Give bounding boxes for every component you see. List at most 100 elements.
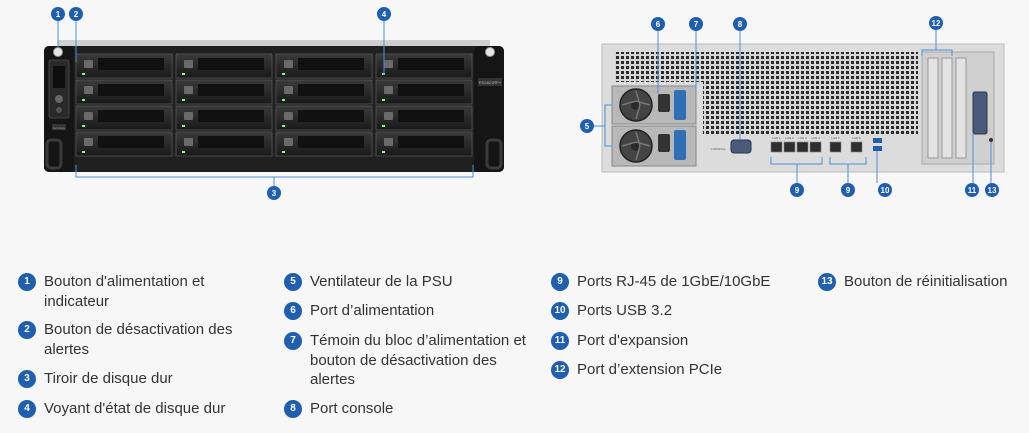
psu-handle-bottom[interactable] xyxy=(674,130,686,160)
beep-off-button-icon[interactable] xyxy=(56,107,62,113)
drive-latch-icon[interactable] xyxy=(384,138,393,146)
psu-power-port-top[interactable] xyxy=(658,94,670,112)
rj45-port[interactable] xyxy=(770,141,783,153)
drive-tray[interactable] xyxy=(275,105,373,131)
legend-badge: 13 xyxy=(818,273,836,291)
drive-tray[interactable] xyxy=(375,105,473,131)
drive-tray[interactable] xyxy=(275,79,373,105)
legend-label: Ventilateur de la PSU xyxy=(310,273,453,290)
power-button-icon[interactable] xyxy=(55,95,63,103)
drive-latch-icon[interactable] xyxy=(184,86,193,94)
rj45-port[interactable] xyxy=(829,141,842,153)
drive-status-led xyxy=(382,151,385,153)
drive-status-led xyxy=(182,99,185,101)
callout-5: 5 xyxy=(580,119,594,133)
drive-tray[interactable] xyxy=(175,105,273,131)
legend-item-4: 4 Voyant d'état de disque dur xyxy=(18,399,284,419)
ear-screw-top-right xyxy=(485,47,495,57)
usb-port-1[interactable] xyxy=(873,138,882,143)
rj45-port-label: LAN 1 xyxy=(772,136,781,140)
drive-latch-icon[interactable] xyxy=(284,60,293,68)
drive-status-led xyxy=(82,125,85,127)
legend-badge: 9 xyxy=(551,273,569,291)
legend-label: Bouton d'alimentation et indicateur xyxy=(44,273,205,310)
rj45-port[interactable] xyxy=(796,141,809,153)
drive-latch-icon[interactable] xyxy=(384,112,393,120)
rj45-port-label: LAN 5 xyxy=(831,136,840,140)
psu-handle-top[interactable] xyxy=(674,90,686,120)
reset-button-icon[interactable] xyxy=(989,138,993,142)
drive-latch-icon[interactable] xyxy=(284,138,293,146)
drive-latch-icon[interactable] xyxy=(184,138,193,146)
legend-label: Témoin du bloc d’alimentation et bouton … xyxy=(310,332,526,388)
usb-port-2[interactable] xyxy=(873,146,882,151)
svg-text:4: 4 xyxy=(382,10,387,19)
drive-tray[interactable] xyxy=(375,131,473,157)
drive-tray[interactable] xyxy=(175,53,273,79)
pcie-slot-2[interactable] xyxy=(941,57,953,159)
callout-3: 3 xyxy=(267,186,281,200)
pcie-slot-1[interactable] xyxy=(927,57,939,159)
drive-latch-icon[interactable] xyxy=(84,86,93,94)
svg-text:1: 1 xyxy=(56,10,61,19)
drive-latch-icon[interactable] xyxy=(184,112,193,120)
drive-tray[interactable] xyxy=(75,53,173,79)
drive-tray[interactable] xyxy=(375,53,473,79)
model-badge-label: RS2821RP+ xyxy=(479,80,502,85)
legend-label: Bouton de réinitialisation xyxy=(844,273,1008,290)
legend-badge: 5 xyxy=(284,273,302,291)
brand-plate xyxy=(52,124,66,130)
drive-tray[interactable] xyxy=(75,79,173,105)
drive-latch-icon[interactable] xyxy=(84,138,93,146)
drive-tray[interactable] xyxy=(275,53,373,79)
handle-right[interactable] xyxy=(485,138,503,170)
console-port[interactable] xyxy=(730,139,752,154)
legend-badge: 10 xyxy=(551,302,569,320)
legend-badge: 12 xyxy=(551,361,569,379)
handle-left[interactable] xyxy=(45,138,63,170)
pcie-slot-3[interactable] xyxy=(955,57,967,159)
callout-1: 1 xyxy=(51,7,65,21)
drive-latch-icon[interactable] xyxy=(384,60,393,68)
svg-text:10: 10 xyxy=(881,186,890,195)
drive-latch-icon[interactable] xyxy=(284,112,293,120)
legend-item-8: 8 Port console xyxy=(284,399,540,419)
rj45-port-label: LAN 4 xyxy=(811,136,820,140)
drive-tray[interactable] xyxy=(75,105,173,131)
legend-label: Port d'expansion xyxy=(577,332,689,349)
drive-latch-icon[interactable] xyxy=(84,112,93,120)
expansion-port[interactable] xyxy=(972,91,988,135)
legend-item-2: 2 Bouton de désactivation des alertes xyxy=(18,320,266,359)
drive-latch-icon[interactable] xyxy=(84,60,93,68)
callout-2: 2 xyxy=(69,7,83,21)
legend: 1 Bouton d'alimentation et indicateur 2 … xyxy=(0,272,1029,432)
drive-tray[interactable] xyxy=(175,131,273,157)
drive-status-led xyxy=(182,73,185,75)
rj45-port[interactable] xyxy=(850,141,863,153)
drive-status-led xyxy=(182,125,185,127)
drive-status-led xyxy=(282,73,285,75)
drive-latch-icon[interactable] xyxy=(384,86,393,94)
callout-6: 6 xyxy=(651,17,665,31)
rear-vent-left xyxy=(615,52,703,82)
drive-latch-icon[interactable] xyxy=(284,86,293,94)
drive-latch-icon[interactable] xyxy=(184,60,193,68)
legend-label: Tiroir de disque dur xyxy=(44,370,173,387)
drive-tray[interactable] xyxy=(175,79,273,105)
psu-power-port-bottom[interactable] xyxy=(658,134,670,152)
svg-text:6: 6 xyxy=(656,20,661,29)
callout-10: 10 xyxy=(878,183,892,197)
drive-tray[interactable] xyxy=(275,131,373,157)
rj45-port[interactable] xyxy=(809,141,822,153)
drive-status-led xyxy=(82,99,85,101)
pcie-slot-area xyxy=(921,51,995,165)
drive-tray[interactable] xyxy=(75,131,173,157)
svg-text:11: 11 xyxy=(968,186,977,195)
drive-tray[interactable] xyxy=(375,79,473,105)
legend-item-10: 10 Ports USB 3.2 xyxy=(551,301,807,321)
rj45-port[interactable] xyxy=(783,141,796,153)
ear-screw-top-left xyxy=(53,47,63,57)
drive-bays xyxy=(75,53,473,157)
drive-status-led xyxy=(82,73,85,75)
